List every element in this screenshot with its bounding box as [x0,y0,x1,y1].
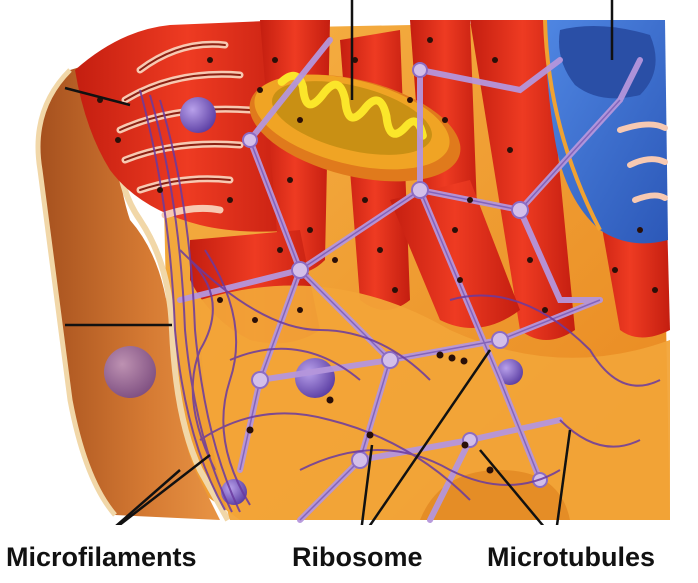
microfilaments-label: Microfilaments [6,544,197,571]
microtubules-label: Microtubules [487,544,655,571]
ribosome-label: Ribosome [292,544,423,571]
